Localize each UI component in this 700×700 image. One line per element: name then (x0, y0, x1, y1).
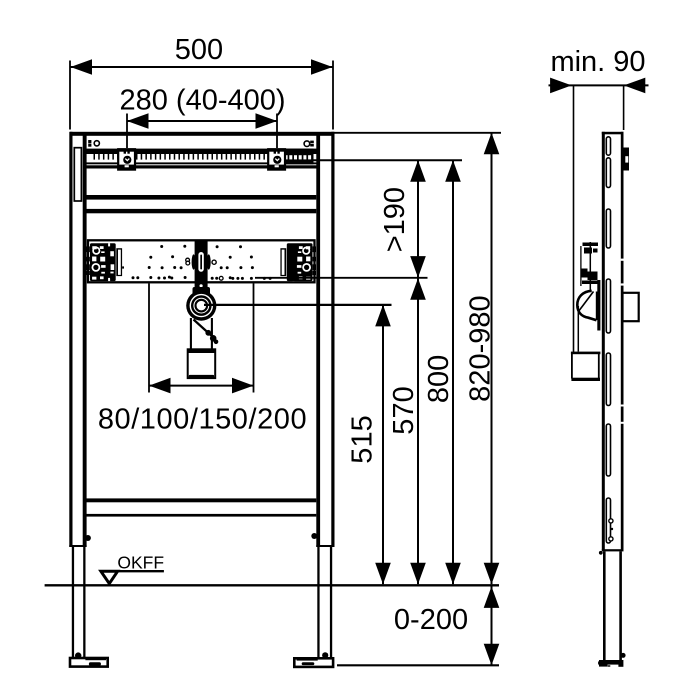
svg-text:515: 515 (347, 415, 379, 463)
svg-text:80/100/150/200: 80/100/150/200 (98, 404, 307, 436)
svg-text:min. 90: min. 90 (550, 46, 645, 78)
svg-text:OKFF: OKFF (117, 552, 164, 572)
svg-text:800: 800 (423, 355, 455, 403)
svg-text:0-200: 0-200 (394, 604, 468, 636)
svg-text:820-980: 820-980 (464, 295, 496, 401)
svg-text:500: 500 (175, 34, 223, 66)
svg-text:570: 570 (388, 386, 420, 434)
svg-text:280 (40-400): 280 (40-400) (119, 85, 285, 117)
svg-text:>190: >190 (379, 187, 411, 252)
